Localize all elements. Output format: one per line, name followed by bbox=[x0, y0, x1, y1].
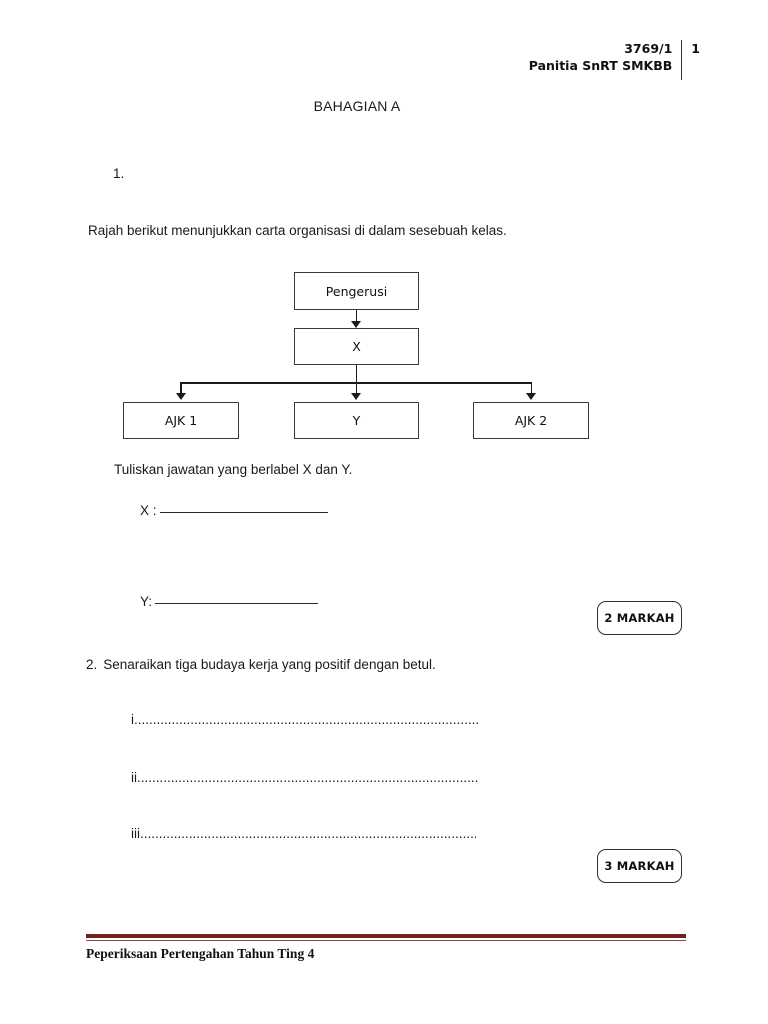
org-node-y: Y bbox=[294, 402, 419, 439]
page-header: 3769/1 Panitia SnRT SMKBB 1 bbox=[529, 40, 700, 80]
answer-blank-iii[interactable]: ........................................… bbox=[140, 826, 476, 841]
footer-rule-thin bbox=[86, 940, 686, 942]
connector-bus-to-y bbox=[355, 382, 358, 395]
arrowhead-into-ajk1-icon bbox=[176, 393, 186, 400]
question-1-stem: Rajah berikut menunjukkan carta organisa… bbox=[88, 223, 507, 238]
marks-badge-question-2-label: 3 MARKAH bbox=[604, 859, 675, 873]
arrowhead-into-x-icon bbox=[351, 321, 361, 328]
answer-blank-x[interactable] bbox=[159, 512, 328, 513]
connector-x-to-bus bbox=[355, 365, 358, 383]
arrowhead-into-y-icon bbox=[351, 393, 361, 400]
question-1-number: 1. bbox=[113, 166, 125, 181]
answer-blank-ii[interactable]: ........................................… bbox=[137, 770, 479, 785]
header-divider-line bbox=[681, 40, 683, 80]
marks-badge-question-1: 2 MARKAH bbox=[597, 601, 682, 635]
org-node-x-label: X bbox=[352, 339, 361, 354]
question-2-number: 2. bbox=[86, 657, 98, 672]
org-node-pengerusi-label: Pengerusi bbox=[325, 283, 388, 299]
answer-blank-y[interactable] bbox=[155, 603, 319, 604]
header-identifiers: 3769/1 Panitia SnRT SMKBB bbox=[529, 40, 682, 74]
footer-rule-thick bbox=[86, 934, 686, 938]
marks-badge-question-2: 3 MARKAH bbox=[597, 849, 682, 883]
connector-bus-to-ajk2 bbox=[530, 382, 533, 395]
answer-row-x: X : bbox=[140, 503, 328, 518]
answer-row-ii: ii......................................… bbox=[131, 770, 479, 785]
org-node-y-label: Y bbox=[352, 413, 361, 428]
answer-row-i: i.......................................… bbox=[131, 712, 478, 727]
org-node-ajk1-label: AJK 1 bbox=[164, 413, 198, 428]
org-node-pengerusi: Pengerusi bbox=[294, 272, 419, 310]
org-node-ajk2-label: AJK 2 bbox=[514, 413, 548, 428]
connector-bus-to-ajk1 bbox=[180, 382, 182, 395]
answer-label-i: i bbox=[131, 712, 134, 727]
connector-pengerusi-to-x bbox=[355, 310, 358, 323]
answer-row-iii: iii.....................................… bbox=[131, 826, 476, 841]
marks-badge-question-1-label: 2 MARKAH bbox=[604, 611, 675, 625]
organisation-chart: Pengerusi X AJK 1 Y AJK 2 bbox=[110, 265, 610, 445]
page-number: 1 bbox=[691, 41, 700, 56]
question-1-prompt: Tuliskan jawatan yang berlabel X dan Y. bbox=[114, 462, 353, 477]
question-2-stem-text: Senaraikan tiga budaya kerja yang positi… bbox=[103, 657, 436, 672]
paper-code: 3769/1 bbox=[624, 41, 673, 56]
question-2-stem: 2. Senaraikan tiga budaya kerja yang posi… bbox=[86, 657, 436, 672]
answer-blank-i[interactable]: ........................................… bbox=[134, 712, 478, 727]
answer-row-y: Y: bbox=[140, 594, 319, 609]
arrowhead-into-ajk2-icon bbox=[526, 393, 536, 400]
org-node-ajk1: AJK 1 bbox=[123, 402, 239, 439]
section-title: BAHAGIAN A bbox=[0, 98, 768, 114]
answer-label-y: Y: bbox=[140, 594, 153, 609]
footer-text: Peperiksaan Pertengahan Tahun Ting 4 bbox=[86, 946, 315, 961]
section-title-text: BAHAGIAN A bbox=[313, 98, 401, 114]
org-node-ajk2: AJK 2 bbox=[473, 402, 589, 439]
answer-label-x: X : bbox=[140, 503, 157, 518]
panitia-label: Panitia SnRT SMKBB bbox=[528, 58, 673, 73]
answer-label-iii: iii bbox=[131, 826, 140, 841]
answer-label-ii: ii bbox=[131, 770, 137, 785]
org-node-x: X bbox=[294, 328, 419, 365]
